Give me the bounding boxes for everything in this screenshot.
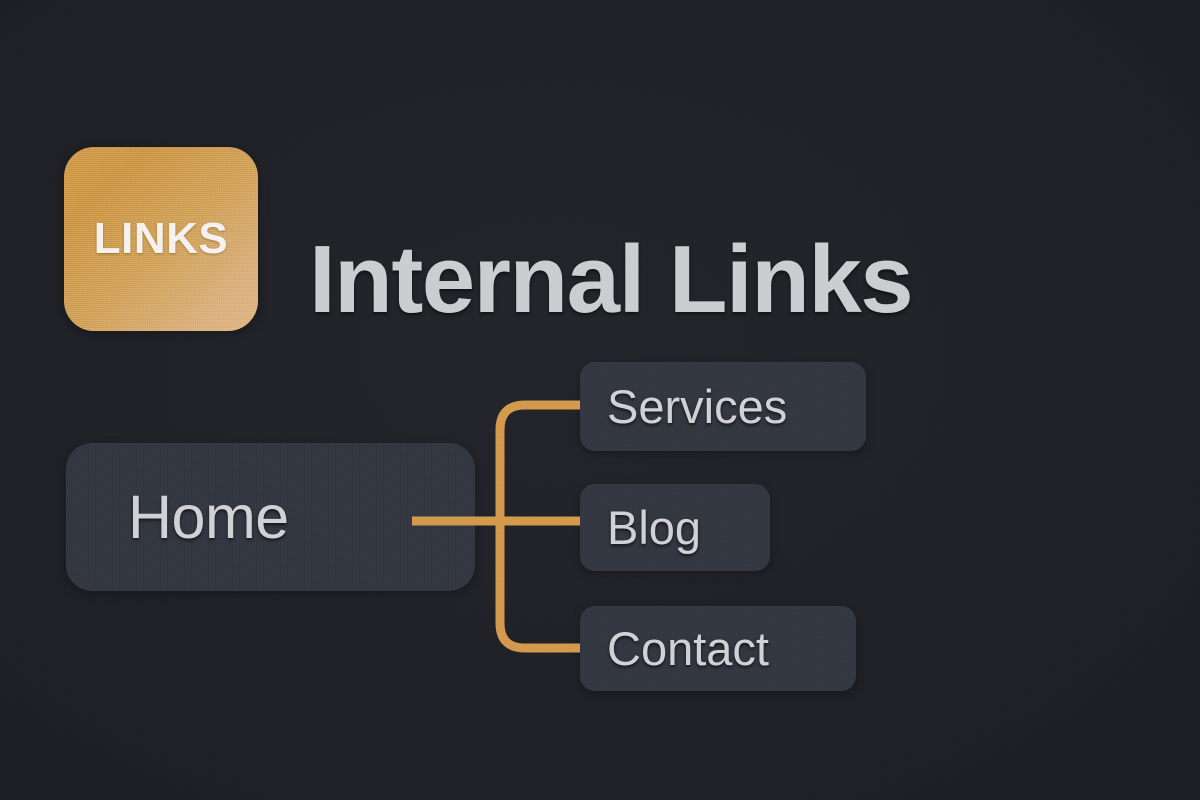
node-services[interactable]: Services [580,362,866,451]
connector-home-to-services [495,400,580,521]
node-blog[interactable]: Blog [580,484,770,571]
node-contact[interactable]: Contact [580,606,856,691]
connector-home-to-contact [495,521,580,653]
node-services-label: Services [607,380,788,433]
links-badge-label: LINKS [93,214,229,263]
links-badge-icon: LINKS [64,147,258,331]
node-home-label: Home [128,483,289,551]
node-blog-label: Blog [607,501,702,554]
node-contact-label: Contact [607,622,769,675]
node-home[interactable]: Home [66,443,475,591]
page-title: Internal Links [309,226,914,334]
